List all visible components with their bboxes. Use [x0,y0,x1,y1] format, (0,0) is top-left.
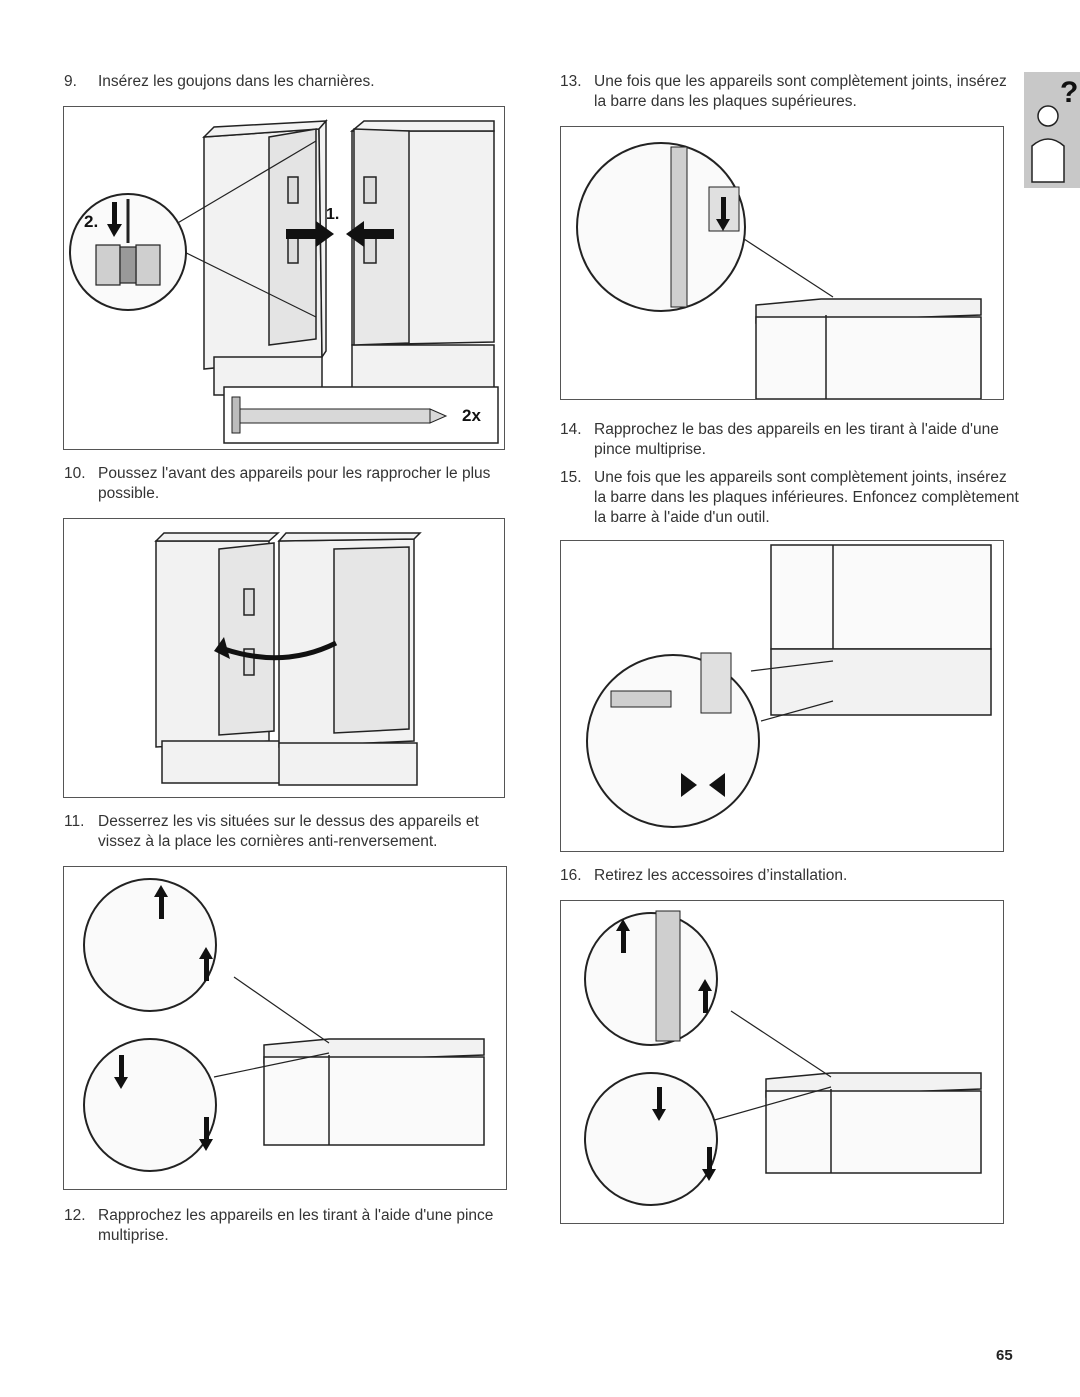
push-together-illustration [154,532,422,786]
step-text: Une fois que les appareils sont complète… [594,469,1019,526]
count-label: 2x [462,406,481,425]
step-11: 11. Desserrez les vis situées sur le des… [64,812,524,852]
step-text: Rapprochez le bas des appareils en les t… [594,421,999,458]
hinge-pin-illustration: 1. 2. 2x [69,119,499,444]
figure-remove-accessories [560,900,1004,1224]
figure-insert-top-bar [560,126,1004,400]
step-text: Rapprochez les appareils en les tirant à… [98,1207,494,1244]
step-number: 12. [64,1207,86,1224]
anti-tip-illustration [83,878,485,1172]
step-16: 16. Retirez les accessoires d’installati… [560,866,1020,886]
figure-insert-hinge-pins: 1. 2. 2x [63,106,505,450]
step-text: Une fois que les appareils sont complète… [594,73,1007,110]
step-9: 9. Insérez les goujons dans les charnièr… [64,72,524,92]
step-number: 14. [560,421,582,438]
figure-push-appliances [63,518,505,798]
step-number: 10. [64,465,86,482]
page-number: 65 [996,1347,1013,1364]
step-13: 13. Une fois que les appareils sont comp… [560,72,1020,112]
step-number: 15. [560,469,582,486]
step-text: Poussez l'avant des appareils pour les r… [98,465,491,502]
remove-accessories-illustration [584,910,982,1206]
figure-insert-bottom-bar [560,540,1004,852]
step-one-label: 1. [326,206,339,223]
help-question-icon: ? [1024,72,1080,188]
step-number: 11. [64,813,85,830]
figure-anti-tip-brackets [63,866,507,1190]
step-10: 10. Poussez l'avant des appareils pour l… [64,464,524,504]
step-text: Retirez les accessoires d’installation. [594,867,848,884]
step-two-label: 2. [84,212,98,231]
step-text: Desserrez les vis situées sur le dessus … [98,813,479,850]
bottom-bar-illustration [586,544,992,828]
step-number: 13. [560,73,582,90]
step-number: 16. [560,867,582,884]
step-14: 14. Rapprochez le bas des appareils en l… [560,420,1020,460]
step-15: 15. Une fois que les appareils sont comp… [560,468,1020,528]
help-question-mark: ? [1060,76,1078,109]
step-text: Insérez les goujons dans les charnières. [98,73,375,90]
top-bar-illustration [576,142,982,399]
step-number: 9. [64,73,77,90]
step-12: 12. Rapprochez les appareils en les tira… [64,1206,524,1246]
